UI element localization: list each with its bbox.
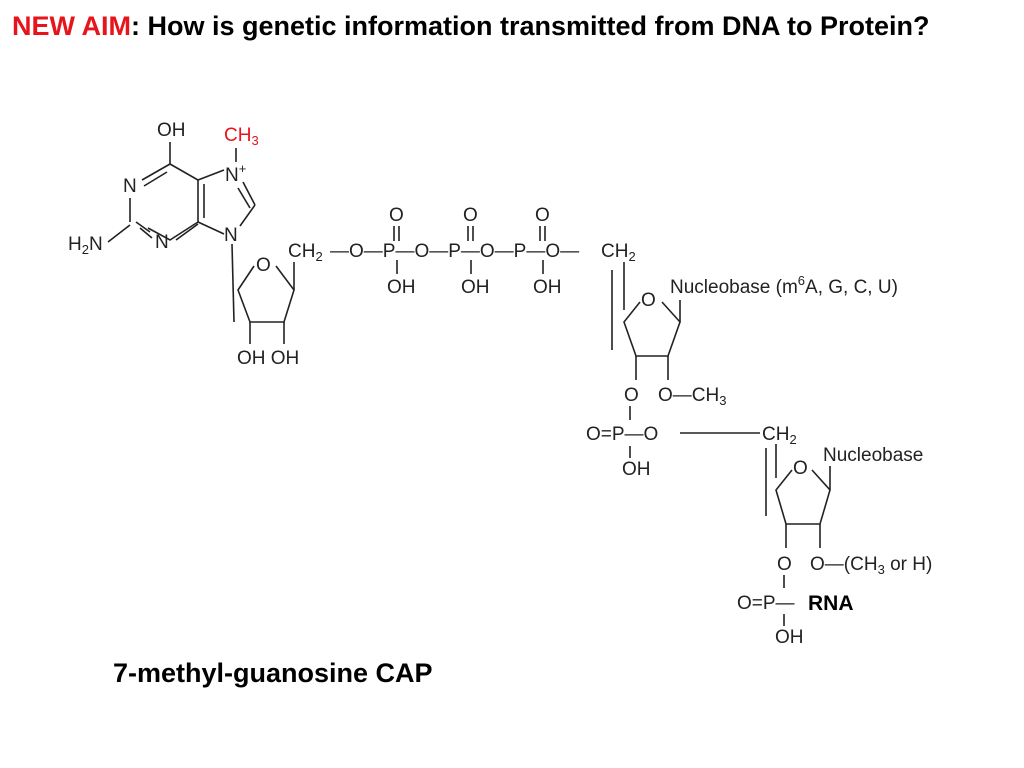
double-bond	[237, 187, 251, 209]
ch2-3: CH2	[762, 424, 797, 447]
n-bottom: N	[155, 232, 169, 253]
phosphate-o-top-3: O	[535, 205, 550, 226]
phosphate-o-top-2: O	[463, 205, 478, 226]
bond	[197, 221, 225, 235]
rna-label: RNA	[808, 592, 854, 615]
triphosphate-chain: —O—P—O—P—O—P—O—	[330, 241, 579, 262]
bond	[239, 204, 256, 227]
bond	[141, 163, 171, 181]
n-plus: N+	[225, 161, 246, 186]
ring-o-2: O	[641, 290, 656, 311]
bond	[197, 169, 225, 181]
ribose-ring-2	[623, 301, 681, 357]
bond	[135, 221, 151, 233]
o-methyl-3: O—(CH3 or H)	[810, 554, 932, 577]
bond	[242, 181, 256, 206]
ribose-ring-1	[237, 265, 295, 323]
ring-o-1: O	[256, 255, 271, 276]
phosphate-oh-2b: OH	[622, 459, 651, 480]
bond	[175, 223, 199, 241]
aim-prefix: NEW AIM	[12, 11, 131, 41]
cap-methyl: CH3	[224, 125, 259, 148]
ch2-right: CH2	[601, 241, 636, 264]
double-bond	[143, 171, 168, 187]
double-bond	[139, 227, 153, 239]
phosphate-oh-3: OH	[533, 277, 562, 298]
structure-caption: 7-methyl-guanosine CAP	[113, 658, 433, 688]
ring-o-3: O	[793, 458, 808, 479]
ribose-ring-3	[775, 469, 831, 525]
glycosidic-bond	[231, 243, 235, 323]
nucleobase-2: Nucleobase	[823, 445, 923, 466]
o-methyl-2: O—CH3	[658, 385, 726, 408]
nucleobase-1: Nucleobase (m6A, G, C, U)	[670, 273, 898, 298]
phosphate-o-top-1: O	[389, 205, 404, 226]
aim-heading: NEW AIM: How is genetic information tran…	[12, 8, 1012, 45]
ch2-left: CH2	[288, 241, 323, 264]
bond	[107, 224, 131, 243]
o-left-3: O	[777, 554, 792, 575]
phosphate-oh-3b: OH	[775, 627, 804, 648]
h2n-label: H2N	[68, 234, 103, 257]
oh-oh-1: OH OH	[237, 348, 299, 369]
aim-question: : How is genetic information transmitted…	[130, 11, 930, 41]
o-left-2: O	[624, 385, 639, 406]
phosphate-oh-2: OH	[461, 277, 490, 298]
n-right: N	[224, 225, 238, 246]
n-left: N	[123, 176, 137, 197]
phosphate-2: O=P—O	[586, 424, 658, 445]
phosphate-3: O=P—	[737, 593, 795, 614]
cap-oh-top: OH	[157, 120, 186, 141]
phosphate-oh-1: OH	[387, 277, 416, 298]
